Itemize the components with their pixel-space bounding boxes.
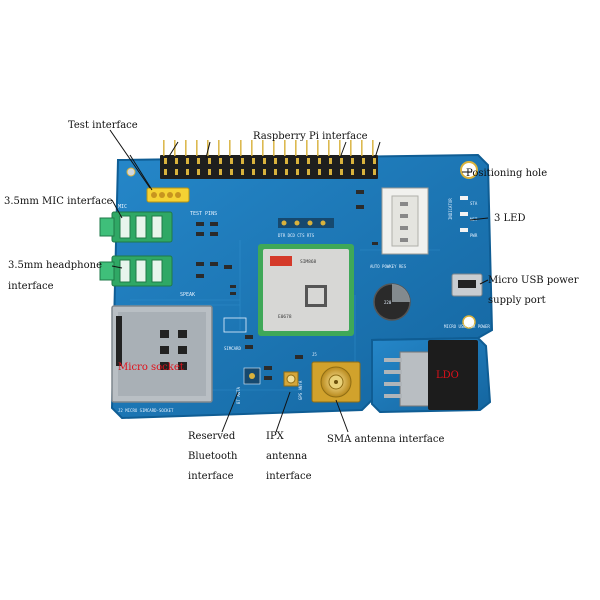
leader-rpi-2 bbox=[205, 141, 211, 159]
leader-led bbox=[469, 217, 489, 221]
leader-mic bbox=[111, 199, 123, 219]
label-raspberry-pi: Raspberry Pi interface bbox=[253, 131, 368, 142]
module-name: SIM868 bbox=[300, 259, 317, 265]
module-code: E0678 bbox=[278, 314, 292, 320]
label-micro-socket: Micro socket bbox=[118, 362, 184, 373]
label-test-interface: Test interface bbox=[68, 120, 138, 131]
j5-silk: J5 bbox=[312, 352, 317, 357]
leader-rpi-4 bbox=[339, 141, 347, 159]
simcard-marker: SIMCARD bbox=[223, 317, 247, 351]
ldo-regulator bbox=[384, 340, 478, 410]
mic-silk: MIC bbox=[118, 204, 127, 210]
label-headphone-1: 3.5mm headphone bbox=[8, 260, 102, 271]
label-mic-interface: 3.5mm MIC interface bbox=[4, 196, 113, 207]
test-pins: TEST PINS bbox=[146, 187, 217, 217]
auto-powkey-silk: AUTO POWKEY RES bbox=[370, 264, 407, 269]
mic-jack: MIC bbox=[99, 204, 173, 243]
label-ldo: LDO bbox=[436, 370, 459, 381]
bt-anta-silk: BT ANTA bbox=[236, 387, 241, 404]
sim868-module: SIM868 E0678 bbox=[258, 244, 354, 336]
sta-silk: STA bbox=[470, 201, 478, 206]
label-ipx-3: interface bbox=[266, 471, 312, 482]
headphone-jack: SPEAK bbox=[99, 255, 195, 298]
simcard-silk: SIMCARD bbox=[224, 346, 241, 351]
leader-sma bbox=[335, 399, 349, 433]
uart-silk: DTR DCD CTS RTS bbox=[278, 233, 315, 238]
label-ipx-2: antenna bbox=[266, 451, 307, 462]
leader-bt bbox=[221, 391, 239, 433]
uart-header: DTR DCD CTS RTS bbox=[278, 218, 334, 238]
leader-rpi-3 bbox=[374, 141, 381, 159]
pwr-silk: PWR bbox=[470, 233, 478, 238]
ipx-connector: GPS ANTA bbox=[283, 371, 303, 400]
micro-sim-socket: J2 MICRO SIMCARD-SOCKET bbox=[111, 305, 213, 413]
label-micro-usb-2: supply port bbox=[488, 295, 546, 306]
label-sma: SMA antenna interface bbox=[327, 434, 444, 445]
powerkey-connector: AUTO POWKEY RES bbox=[370, 187, 429, 269]
bluetooth-antenna-pad: BT ANTA bbox=[236, 367, 261, 404]
sim-socket-silk: J2 MICRO SIMCARD-SOCKET bbox=[118, 408, 174, 413]
label-bt-1: Reserved bbox=[188, 431, 236, 442]
label-bt-3: interface bbox=[188, 471, 234, 482]
leader-ipx bbox=[275, 391, 291, 433]
test-pins-silk: TEST PINS bbox=[190, 211, 217, 217]
leader-rpi-1 bbox=[167, 141, 179, 159]
leader-headphone bbox=[111, 265, 123, 269]
positioning-hole bbox=[126, 161, 478, 329]
header-pins bbox=[164, 158, 376, 175]
cap-value: 220 bbox=[384, 300, 392, 305]
smd-components bbox=[196, 190, 378, 380]
sma-connector: J5 bbox=[311, 352, 361, 403]
micro-usb-silk: MICRO USB FOR POWER bbox=[444, 324, 490, 329]
electrolytic-capacitor: 220 bbox=[373, 283, 411, 321]
indicator-silk: INDICATOR bbox=[448, 198, 453, 220]
label-micro-usb-1: Micro USB power bbox=[488, 275, 579, 286]
micro-usb-port: MICRO USB FOR POWER bbox=[444, 273, 490, 329]
raspberry-pi-header bbox=[160, 140, 378, 179]
label-headphone-2: interface bbox=[8, 281, 54, 292]
speak-silk: SPEAK bbox=[180, 292, 195, 298]
label-positioning-hole: Positioning hole bbox=[466, 168, 547, 179]
label-bt-2: Bluetooth bbox=[188, 451, 238, 462]
label-ipx-1: IPX bbox=[266, 431, 285, 442]
label-three-led: 3 LED bbox=[494, 213, 526, 224]
callout-lines bbox=[109, 129, 489, 433]
leader-test bbox=[109, 129, 151, 189]
gps-anta-silk: GPS ANTA bbox=[298, 380, 303, 400]
leader-test-2 bbox=[129, 154, 153, 191]
leader-usb bbox=[479, 279, 489, 285]
